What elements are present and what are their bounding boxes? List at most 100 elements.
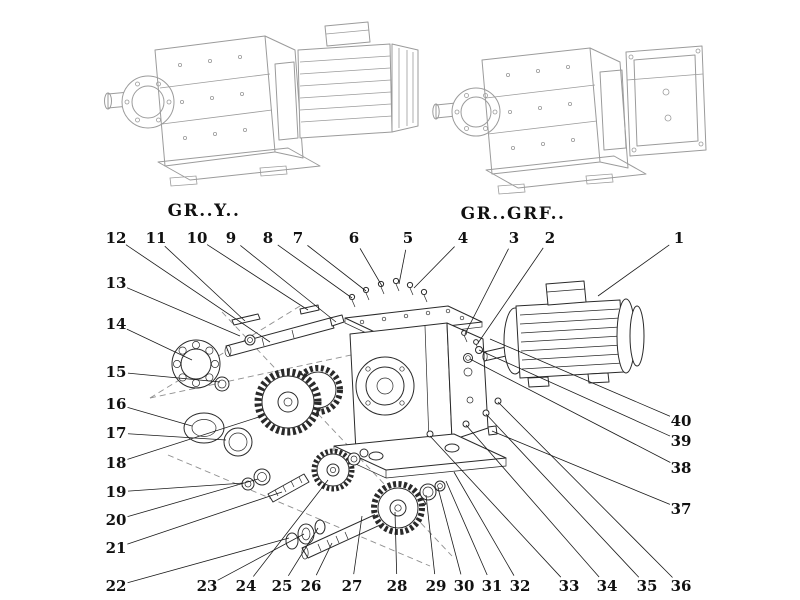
- part-number-37: 37: [671, 500, 692, 518]
- leader-line-14: [126, 328, 193, 361]
- leader-line-5: [398, 249, 407, 285]
- leader-line-35: [485, 413, 640, 578]
- part-number-17: 17: [106, 424, 127, 442]
- leader-line-18: [127, 415, 263, 460]
- motor-washer-1: [463, 353, 473, 363]
- input-shaft-assembly: [224, 304, 345, 357]
- leader-line-40: [489, 338, 671, 417]
- motor-bolts: [461, 330, 480, 352]
- part-number-25: 25: [272, 577, 293, 595]
- leader-line-31: [445, 480, 488, 576]
- part-number-26: 26: [301, 577, 322, 595]
- leader-line-13: [126, 287, 241, 337]
- part-number-22: 22: [106, 577, 127, 595]
- part-number-15: 15: [106, 363, 127, 381]
- part-number-27: 27: [342, 577, 363, 595]
- leader-line-22: [127, 537, 290, 584]
- part-number-10: 10: [187, 229, 208, 247]
- motor-assembly: [461, 280, 645, 388]
- part-number-2: 2: [545, 229, 555, 247]
- leader-line-3: [464, 248, 509, 335]
- variant-label-left: GR..Y..: [168, 201, 241, 221]
- part-number-16: 16: [106, 395, 127, 413]
- leader-line-16: [127, 406, 193, 427]
- gearbox-housing: [333, 277, 507, 479]
- part-number-12: 12: [106, 229, 127, 247]
- leader-line-10: [206, 244, 309, 311]
- part-number-28: 28: [387, 577, 408, 595]
- intermediate-pinion-set: [241, 448, 369, 503]
- leader-line-23: [217, 533, 305, 581]
- assembled-view-gr-grf: [432, 45, 707, 195]
- part-number-6: 6: [349, 229, 359, 247]
- part-number-1: 1: [674, 229, 684, 247]
- motor-feet: [527, 372, 610, 388]
- part-number-32: 32: [510, 577, 531, 595]
- part-number-36: 36: [671, 577, 692, 595]
- part-number-38: 38: [671, 459, 692, 477]
- part-number-3: 3: [509, 229, 519, 247]
- key-2: [299, 304, 320, 315]
- leader-line-17: [127, 433, 227, 441]
- assembled-view-gr-y: [104, 21, 419, 187]
- part-number-9: 9: [226, 229, 236, 247]
- leader-line-29: [425, 494, 436, 575]
- part-number-19: 19: [106, 483, 127, 501]
- part-number-5: 5: [403, 229, 413, 247]
- leader-line-26: [315, 542, 333, 576]
- terminal-box: [545, 280, 587, 306]
- leader-line-30: [437, 487, 462, 575]
- part-number-24: 24: [236, 577, 257, 595]
- leader-line-28: [394, 511, 398, 575]
- leader-line-34: [465, 424, 600, 578]
- part-number-13: 13: [106, 274, 127, 292]
- part-number-7: 7: [293, 229, 303, 247]
- part-number-30: 30: [454, 577, 475, 595]
- output-shaft-assembly: [285, 480, 446, 560]
- small-bearing: [223, 427, 253, 457]
- leader-line-36: [497, 401, 673, 578]
- leader-line-27: [353, 515, 363, 575]
- leader-line-15: [127, 372, 221, 383]
- part-number-20: 20: [106, 511, 127, 529]
- part-number-39: 39: [671, 432, 692, 450]
- leader-line-9: [240, 245, 337, 323]
- leader-line-4: [413, 246, 455, 289]
- key-1: [231, 313, 261, 326]
- part-number-29: 29: [426, 577, 447, 595]
- part-number-31: 31: [482, 577, 503, 595]
- leader-line-38: [469, 358, 671, 463]
- shim-washer: [214, 376, 230, 392]
- leader-line-6: [359, 248, 383, 287]
- leader-line-39: [478, 349, 671, 437]
- part-number-4: 4: [458, 229, 468, 247]
- leader-line-1: [597, 244, 670, 297]
- leader-line-21: [127, 491, 283, 545]
- leader-line-24: [253, 479, 329, 577]
- housing-plugs: [426, 397, 502, 438]
- part-number-35: 35: [637, 577, 658, 595]
- cover-bolts: [348, 277, 428, 308]
- input-bearing: [171, 339, 221, 389]
- leader-line-19: [127, 482, 245, 492]
- leader-line-8: [277, 244, 353, 299]
- part-number-8: 8: [263, 229, 273, 247]
- leader-line-2: [477, 247, 544, 344]
- part-number-14: 14: [106, 315, 127, 333]
- part-number-23: 23: [197, 577, 218, 595]
- part-number-40: 40: [671, 412, 692, 430]
- fan-cover: [629, 305, 645, 367]
- part-number-34: 34: [597, 577, 618, 595]
- leader-line-33: [429, 435, 562, 578]
- circlip: [244, 334, 256, 346]
- leader-line-12: [125, 244, 271, 343]
- leader-line-25: [287, 527, 319, 577]
- leader-line-7: [307, 245, 367, 292]
- part-number-11: 11: [146, 229, 167, 247]
- leader-line-11: [164, 245, 246, 322]
- part-number-33: 33: [559, 577, 580, 595]
- exploded-view: [149, 277, 645, 567]
